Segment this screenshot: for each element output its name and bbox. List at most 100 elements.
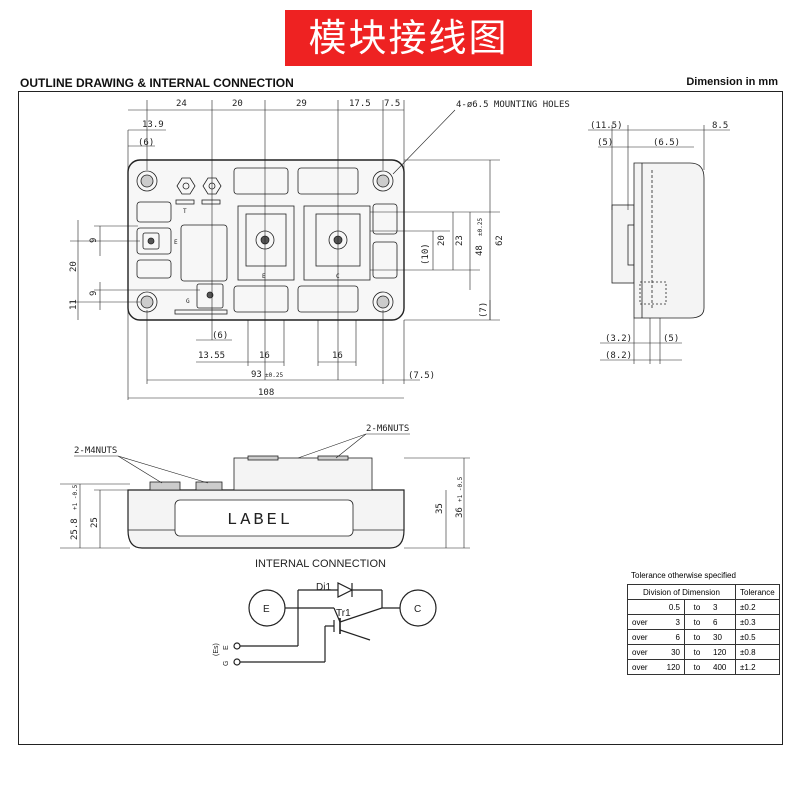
table-row: over 3 to 6 ±0.3 — [627, 614, 780, 630]
left-dimensions — [70, 220, 200, 320]
cell-to: to — [684, 614, 709, 630]
tolerance-caption: Tolerance otherwise specified — [631, 571, 736, 580]
cell-from: 120 — [658, 659, 685, 675]
table-row: over 6 to 30 ±0.5 — [627, 629, 780, 645]
dim-36: 36 — [455, 507, 465, 518]
dim-25-8-tol: +1 -0.5 — [72, 484, 79, 510]
tolerance-table: Division of Dimension Tolerance 0.5 to 3… — [627, 584, 780, 675]
dim-6-bottom: (6) — [212, 331, 228, 341]
dim-7: (7) — [479, 302, 489, 318]
slot — [297, 167, 359, 195]
cell-from: 3 — [658, 614, 685, 630]
label-text: LABEL — [227, 511, 293, 530]
cell-upto: 6 — [709, 614, 736, 630]
terminal-t-nut — [176, 177, 196, 195]
tab — [201, 199, 221, 205]
dim-20-right: 20 — [437, 235, 447, 246]
dim-62: 62 — [495, 235, 505, 246]
outline-header: OUTLINE DRAWING & INTERNAL CONNECTION — [20, 76, 294, 90]
title-banner: 模块接线图 — [285, 10, 532, 66]
dim-3-2: (3.2) — [605, 334, 632, 344]
cell-over: over — [627, 644, 658, 660]
label-plate — [174, 499, 354, 537]
mounting-hole — [136, 170, 158, 192]
cell-over — [627, 599, 658, 615]
pad — [136, 259, 172, 279]
mounting-hole — [372, 291, 394, 313]
label-e-big: E — [262, 273, 266, 280]
front-upper-housing — [233, 457, 373, 491]
side-view: (11.5) 8.5 (5) (6.5) (3.2) (5) (8.2) — [588, 121, 730, 364]
m4-nuts-note: 2-M4NUTS — [74, 446, 117, 456]
cell-to: to — [684, 629, 709, 645]
pad — [372, 241, 398, 279]
table-row: over 30 to 120 ±0.8 — [627, 644, 780, 660]
dim-23: 23 — [455, 235, 465, 246]
dim-29: 29 — [296, 99, 307, 109]
dim-9-b: 9 — [89, 291, 99, 296]
dim-24: 24 — [176, 99, 187, 109]
terminal-c-label: C — [414, 604, 421, 615]
bottom-dimensions — [128, 310, 420, 399]
cell-over: over — [627, 629, 658, 645]
cell-tolerance: ±1.2 — [735, 659, 780, 675]
dim-93: 93 — [251, 370, 262, 380]
pad — [180, 224, 228, 282]
dim-20: 20 — [232, 99, 243, 109]
dim-13-9: 13.9 — [142, 120, 164, 130]
label-t: T — [183, 208, 187, 215]
small-terminal-e — [142, 232, 160, 250]
dim-8-2: (8.2) — [605, 351, 632, 361]
slot — [297, 285, 359, 313]
side-base — [611, 204, 635, 284]
dim-20-left: 20 — [69, 261, 79, 272]
di1-label: Di1 — [316, 582, 331, 593]
dim-48-tol: ±0.25 — [477, 218, 484, 236]
cell-over: over — [627, 614, 658, 630]
top-dimensions — [127, 100, 405, 400]
dim-7-5-bottom: (7.5) — [408, 371, 435, 381]
cell-from: 0.5 — [658, 599, 685, 615]
terminal-e-label: E — [263, 604, 270, 615]
cell-to: to — [684, 644, 709, 660]
dim-6-5: (6.5) — [653, 138, 680, 148]
main-terminal-e — [237, 205, 295, 281]
table-header: Division of Dimension Tolerance — [627, 584, 780, 600]
cell-over: over — [627, 659, 658, 675]
dim-25: 25 — [90, 517, 100, 528]
m6-nuts-note: 2-M6NUTS — [366, 424, 409, 434]
dim-108: 108 — [258, 388, 274, 398]
table-row: over 120 to 400 ±1.2 — [627, 659, 780, 675]
mounting-hole — [372, 170, 394, 192]
cell-upto: 30 — [709, 629, 736, 645]
dim-16-b: 16 — [332, 351, 343, 361]
internal-connection-title: INTERNAL CONNECTION — [255, 558, 386, 570]
tab — [174, 309, 228, 315]
dim-11-5: (11.5) — [590, 121, 623, 131]
aux-g-label: G — [223, 661, 230, 666]
right-dimensions — [370, 159, 500, 321]
dim-5: (5) — [597, 138, 613, 148]
m4-nut — [149, 481, 181, 491]
label-g: G — [186, 298, 190, 305]
dim-6-top: (6) — [138, 138, 154, 148]
terminal-es-nut — [202, 177, 222, 195]
dim-36-tol: +1 -0.5 — [457, 476, 464, 502]
cell-to: to — [684, 599, 709, 615]
cell-upto: 120 — [709, 644, 736, 660]
dim-7-5: 7.5 — [384, 99, 400, 109]
dim-11: 11 — [69, 299, 79, 310]
small-terminal-g — [196, 283, 224, 309]
cell-tolerance: ±0.5 — [735, 629, 780, 645]
tab — [175, 199, 195, 205]
label-e-small: E — [174, 239, 178, 246]
table-row: 0.5 to 3 ±0.2 — [627, 599, 780, 615]
cell-tolerance: ±0.8 — [735, 644, 780, 660]
dim-16-a: 16 — [259, 351, 270, 361]
side-housing — [633, 162, 705, 319]
mounting-holes-note: 4-ø6.5 MOUNTING HOLES — [456, 100, 570, 110]
mounting-hole — [136, 291, 158, 313]
dim-5-b: (5) — [663, 334, 679, 344]
cell-to: to — [684, 659, 709, 675]
